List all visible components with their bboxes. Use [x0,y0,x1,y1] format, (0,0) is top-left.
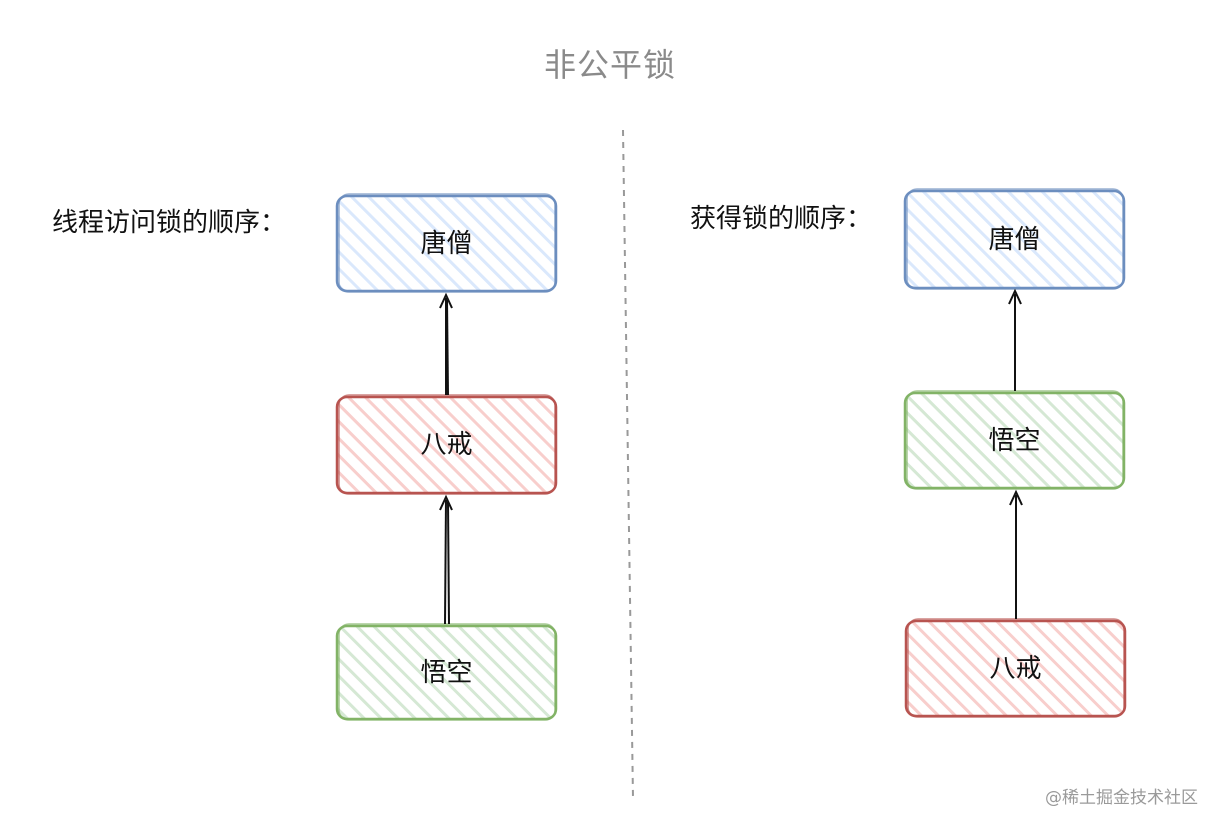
right-box-wukong [903,390,1126,490]
left-box-label-1: 唐僧 [420,229,473,259]
right-arrow-bajie-to-wukong [1009,489,1023,619]
left-arrow-bajie-to-tangseng [439,292,453,396]
right-box-label-2: 悟空 [988,426,1041,456]
right-panel-label: 获得锁的顺序： [690,204,873,234]
watermark: @稀土掘金技术社区 [1045,788,1198,808]
panel-divider [622,129,634,799]
right-box-label-3: 八戒 [989,654,1042,684]
left-arrow-wukong-to-bajie [439,494,453,625]
left-box-label-2: 八戒 [420,430,473,460]
left-box-tangseng [335,193,558,293]
left-box-wukong [335,623,558,721]
left-panel-label: 线程访问锁的顺序： [52,208,287,238]
right-arrow-wukong-to-tangseng [1008,288,1022,391]
diagram-title: 非公平锁 [543,46,676,84]
left-box-bajie [335,394,558,495]
right-box-label-1: 唐僧 [988,225,1041,255]
left-box-label-3: 悟空 [420,658,473,688]
